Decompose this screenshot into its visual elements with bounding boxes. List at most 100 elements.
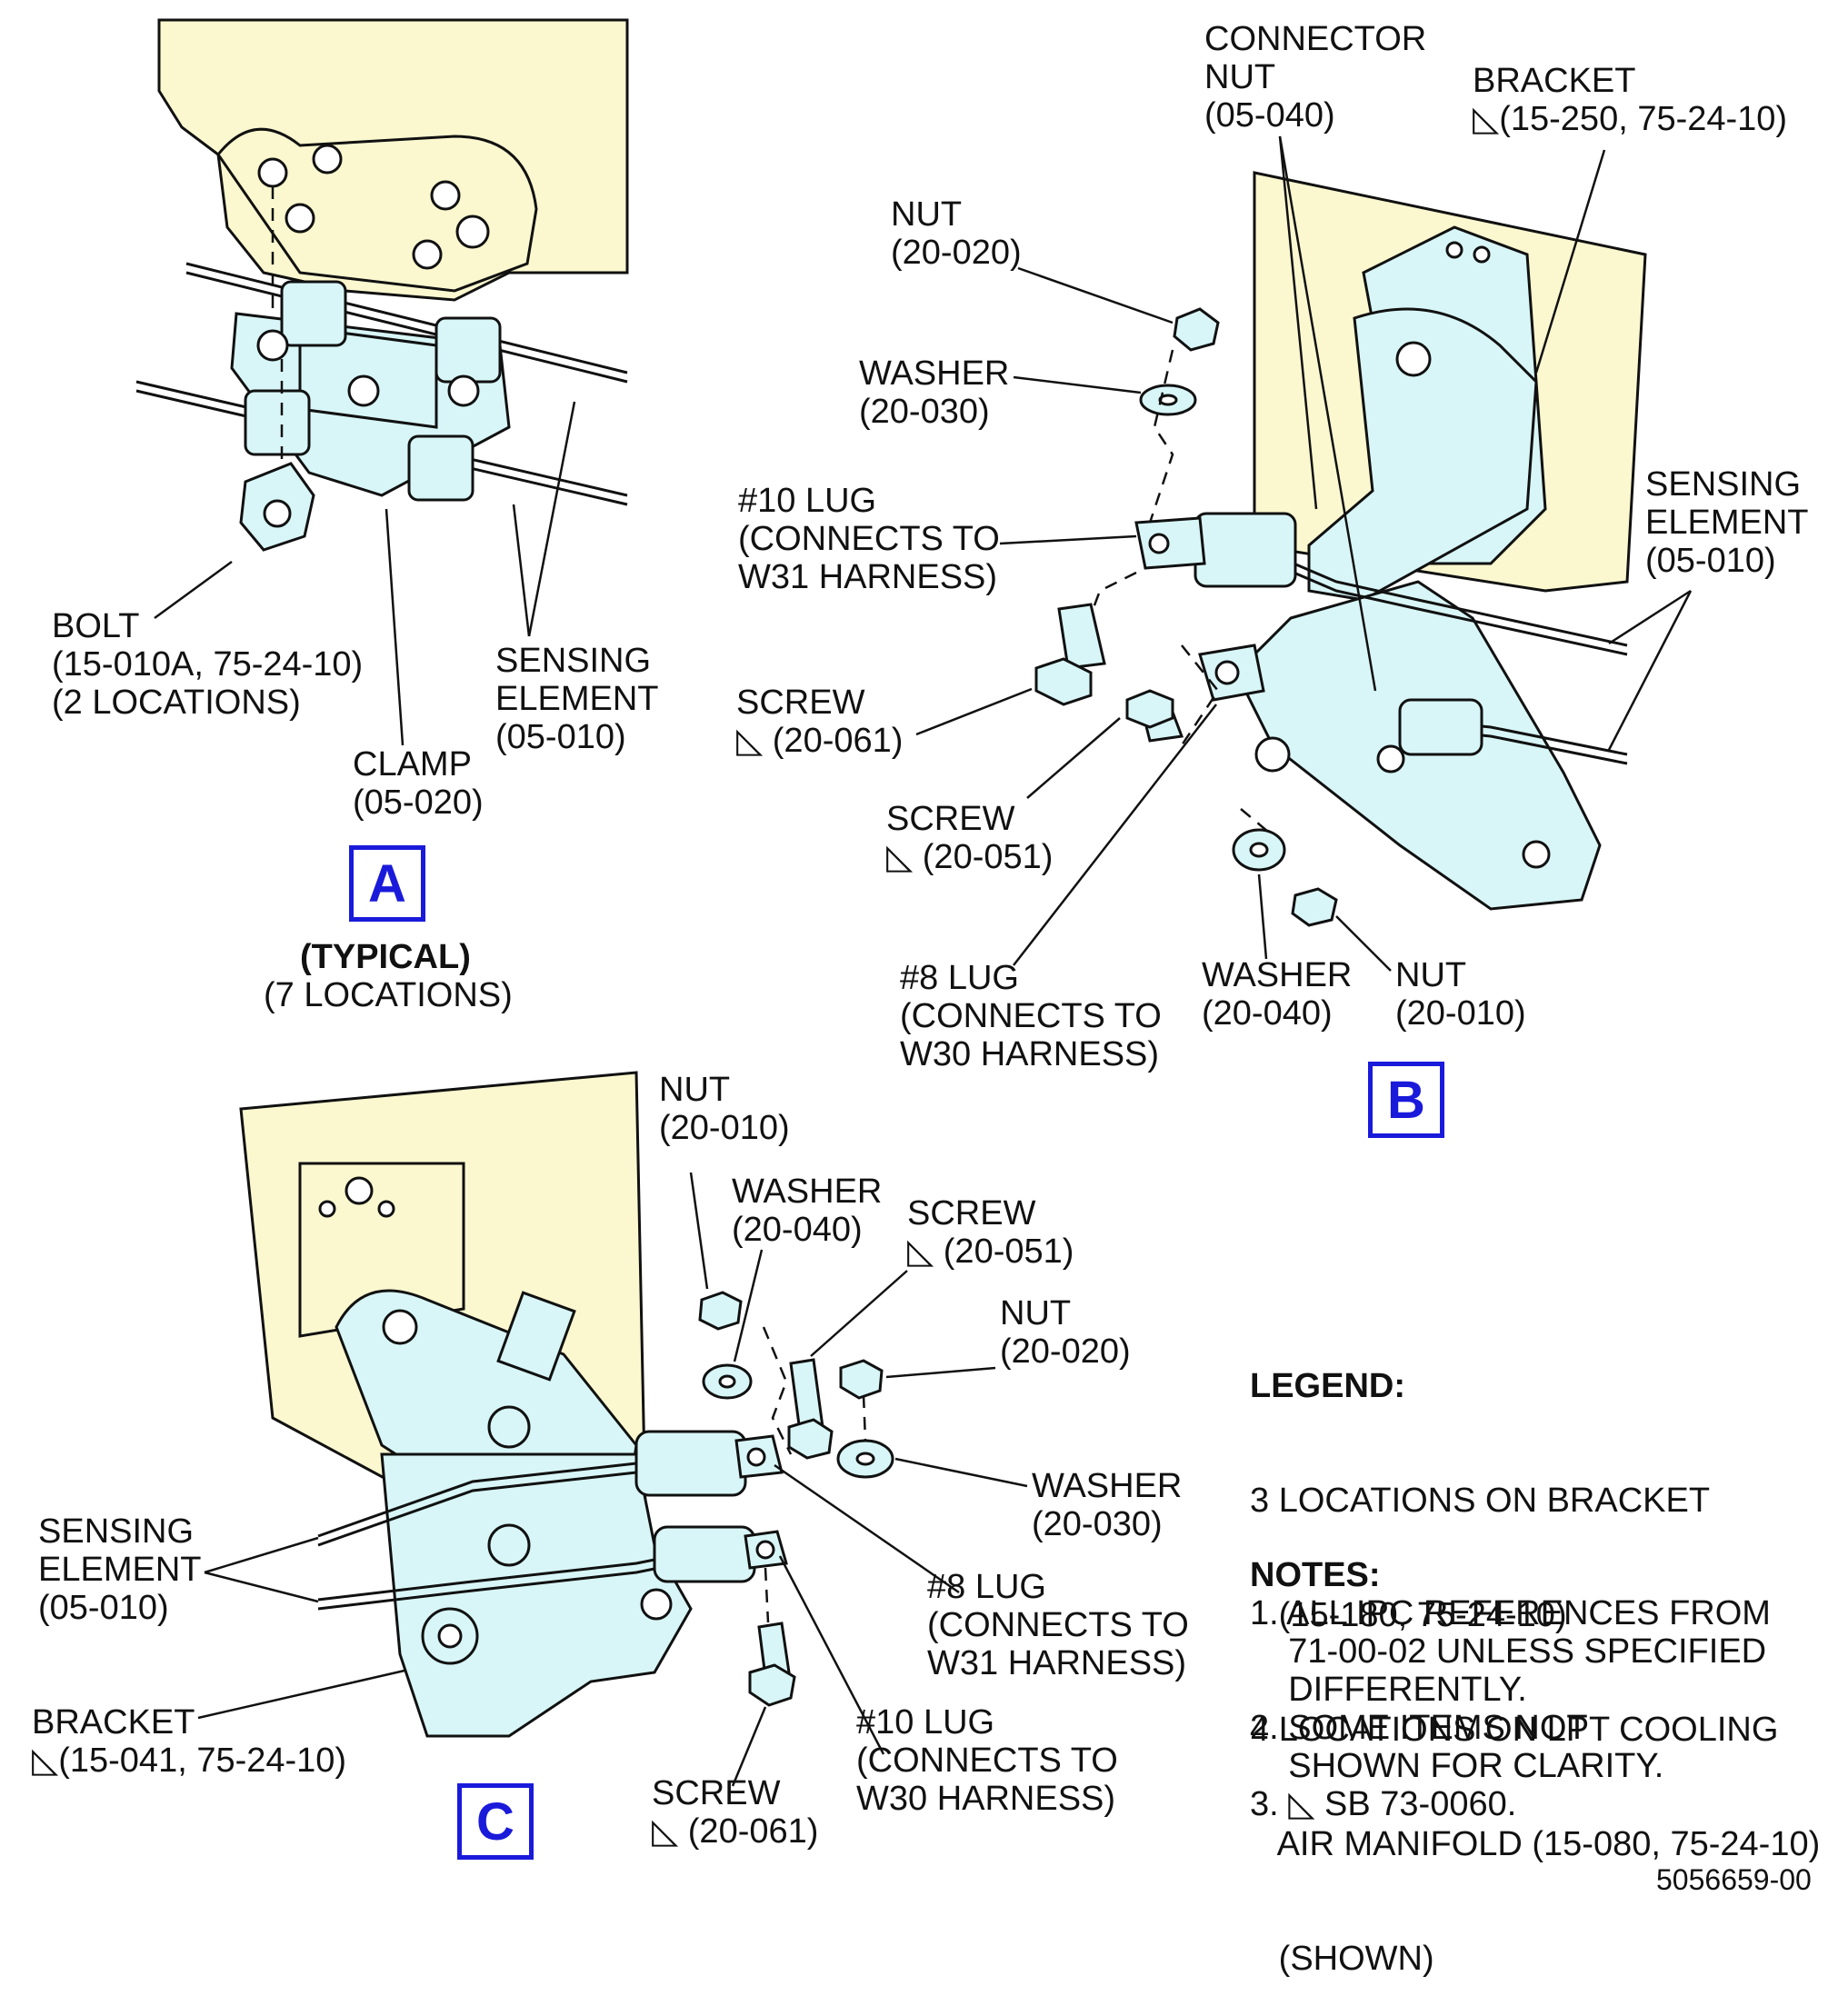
view-c-boss-hole (377, 1200, 395, 1218)
view-c-drawing (239, 1071, 894, 1738)
legend-line: (15-180, 75-24-10) (1250, 1596, 1567, 1634)
view-a-sensing-wire-upper-b (185, 271, 628, 384)
view-c-nut-010 (698, 1291, 743, 1331)
legend-line: AIR MANIFOLD (15-080, 75-24-10) (1250, 1825, 1821, 1863)
leader-b-nut-010 (1335, 915, 1392, 972)
label-a-bolt: BOLT(15-010A, 75-24-10)(2 LOCATIONS) (52, 607, 364, 722)
view-c-nut-020 (839, 1359, 884, 1400)
view-c-spring-upper (487, 1405, 531, 1449)
label-b-washer-030: WASHER(20-030) (859, 354, 1010, 431)
view-b-connector-lower (1398, 698, 1483, 756)
leader-b-screw-061 (915, 687, 1033, 736)
notes-line: 2. SOME ITEMS NOT (1250, 1709, 1588, 1747)
leader-a-bolt (154, 560, 233, 620)
view-a-clamp-cushion-upper (280, 280, 347, 347)
view-b-nut-010 (1291, 887, 1338, 927)
leader-b-bracket (1534, 149, 1606, 374)
leader-c-sensing-1 (204, 1536, 319, 1574)
view-a-box: A (349, 845, 425, 922)
view-a-hole (412, 239, 443, 270)
label-a-clamp: CLAMP(05-020) (353, 745, 484, 822)
view-c-bracket-hole (382, 1309, 418, 1345)
leader-a-sensing-2 (527, 401, 576, 637)
leader-c-screw-051 (810, 1270, 908, 1357)
view-a-clamp-cushion-lower-b (407, 434, 474, 502)
leader-c-lug10 (778, 1555, 885, 1755)
view-a-clamp-cushion-lower (244, 389, 311, 456)
view-c-bracket-stud-hole (437, 1623, 463, 1649)
label-c-nut-010: NUT(20-010) (659, 1071, 790, 1147)
view-a-clamp-hole (256, 329, 289, 362)
leader-b-washer (1013, 375, 1142, 394)
leader-c-bracket (197, 1669, 405, 1720)
leader-a-clamp (385, 508, 405, 746)
notes-line: 71-00-02 UNLESS SPECIFIED (1250, 1632, 1767, 1671)
view-b-bracket-hole (1445, 241, 1463, 259)
leader-b-nut (1017, 266, 1174, 324)
view-b-drawing (1034, 171, 1647, 927)
view-b-screw-051-head (1125, 689, 1174, 729)
view-a-hole (430, 180, 461, 211)
view-c-connector-upper (634, 1430, 747, 1497)
view-b-lug8-hole (1214, 660, 1240, 685)
notes-line: 1. ALL IPC REFERENCES FROM (1250, 1594, 1771, 1632)
view-a-sensing-wire-upper (185, 262, 628, 374)
view-b-nut-centerline (1240, 808, 1269, 833)
view-b-washer-040-hole (1249, 842, 1269, 858)
label-b-washer-040: WASHER(20-040) (1202, 956, 1353, 1033)
notes-line: 3. ◺ SB 73-0060. (1250, 1785, 1517, 1823)
view-c-box: C (457, 1783, 534, 1860)
view-a-hole (455, 215, 490, 249)
view-b-stack-centerline (1148, 349, 1174, 524)
label-b-screw-051: SCREW◺ (20-051) (886, 800, 1054, 876)
legend-line: (SHOWN) (1250, 1940, 1434, 1978)
leader-b-screw-051 (1026, 717, 1121, 799)
leader-b-lug8 (1013, 704, 1217, 966)
label-b-screw-061: SCREW◺ (20-061) (736, 684, 904, 760)
view-b-nut-020 (1173, 307, 1220, 352)
leader-b-sensing-1 (1608, 589, 1692, 645)
view-b-box: B (1368, 1062, 1444, 1138)
legend-line: 4 LOCATIONS ON LPT COOLING (1250, 1711, 1779, 1749)
leader-c-sensing-2 (204, 1571, 319, 1603)
view-c-connector-lower (653, 1525, 756, 1583)
view-c-bracket-base (380, 1452, 693, 1738)
view-b-base-hole (1522, 840, 1551, 869)
view-c-boss (298, 1162, 465, 1338)
illustration-stage: BOLT(15-010A, 75-24-10)(2 LOCATIONS) CLA… (32, 18, 1821, 1978)
view-b-bracket-hole (1473, 245, 1491, 264)
leader-a-sensing-1 (512, 504, 531, 637)
view-c-boss-hole (345, 1176, 374, 1205)
notes-title: NOTES: (1250, 1556, 1381, 1594)
label-c-screw-061: SCREW◺ (20-061) (652, 1774, 819, 1851)
view-a-hole (312, 144, 343, 175)
parts-drawing (135, 18, 1693, 1787)
view-b-connector-upper (1194, 512, 1297, 588)
view-a-bolt-socket (263, 499, 292, 528)
view-a-clamp-hole (347, 374, 380, 407)
leader-c-washer-040 (733, 1249, 764, 1362)
view-a-locations: (7 LOCATIONS) (264, 976, 513, 1014)
leader-b-lug10 (999, 534, 1137, 545)
view-c-washer-030-hole (855, 1452, 875, 1466)
view-a-clamp-cushion-upper-b (435, 316, 502, 384)
leader-c-washer-030 (894, 1457, 1028, 1488)
view-b-base-hole (1254, 736, 1291, 773)
view-c-washer-040-hole (718, 1374, 736, 1389)
label-c-nut-020: NUT(20-020) (1000, 1294, 1131, 1371)
leader-b-washer-040 (1257, 873, 1268, 960)
leader-b-connector-2 (1278, 135, 1377, 692)
view-b-bracket-arm (1307, 307, 1538, 602)
leader-c-screw-061 (731, 1706, 767, 1787)
leader-c-lug8 (774, 1463, 960, 1594)
view-c-lug10-hole (755, 1540, 775, 1560)
legend-line: 3 LOCATIONS ON BRACKET (1250, 1482, 1711, 1520)
